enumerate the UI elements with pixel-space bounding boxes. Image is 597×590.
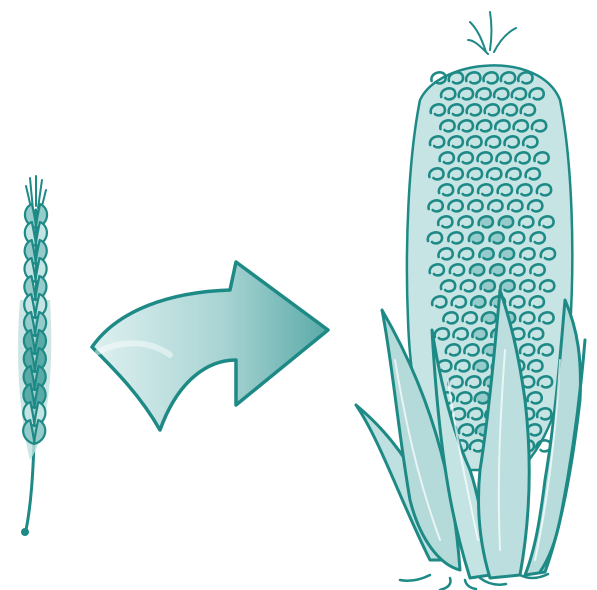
wheat-ear-icon: [18, 176, 51, 536]
curved-arrow-icon: [92, 262, 328, 430]
corn-cob-icon: [356, 12, 585, 590]
